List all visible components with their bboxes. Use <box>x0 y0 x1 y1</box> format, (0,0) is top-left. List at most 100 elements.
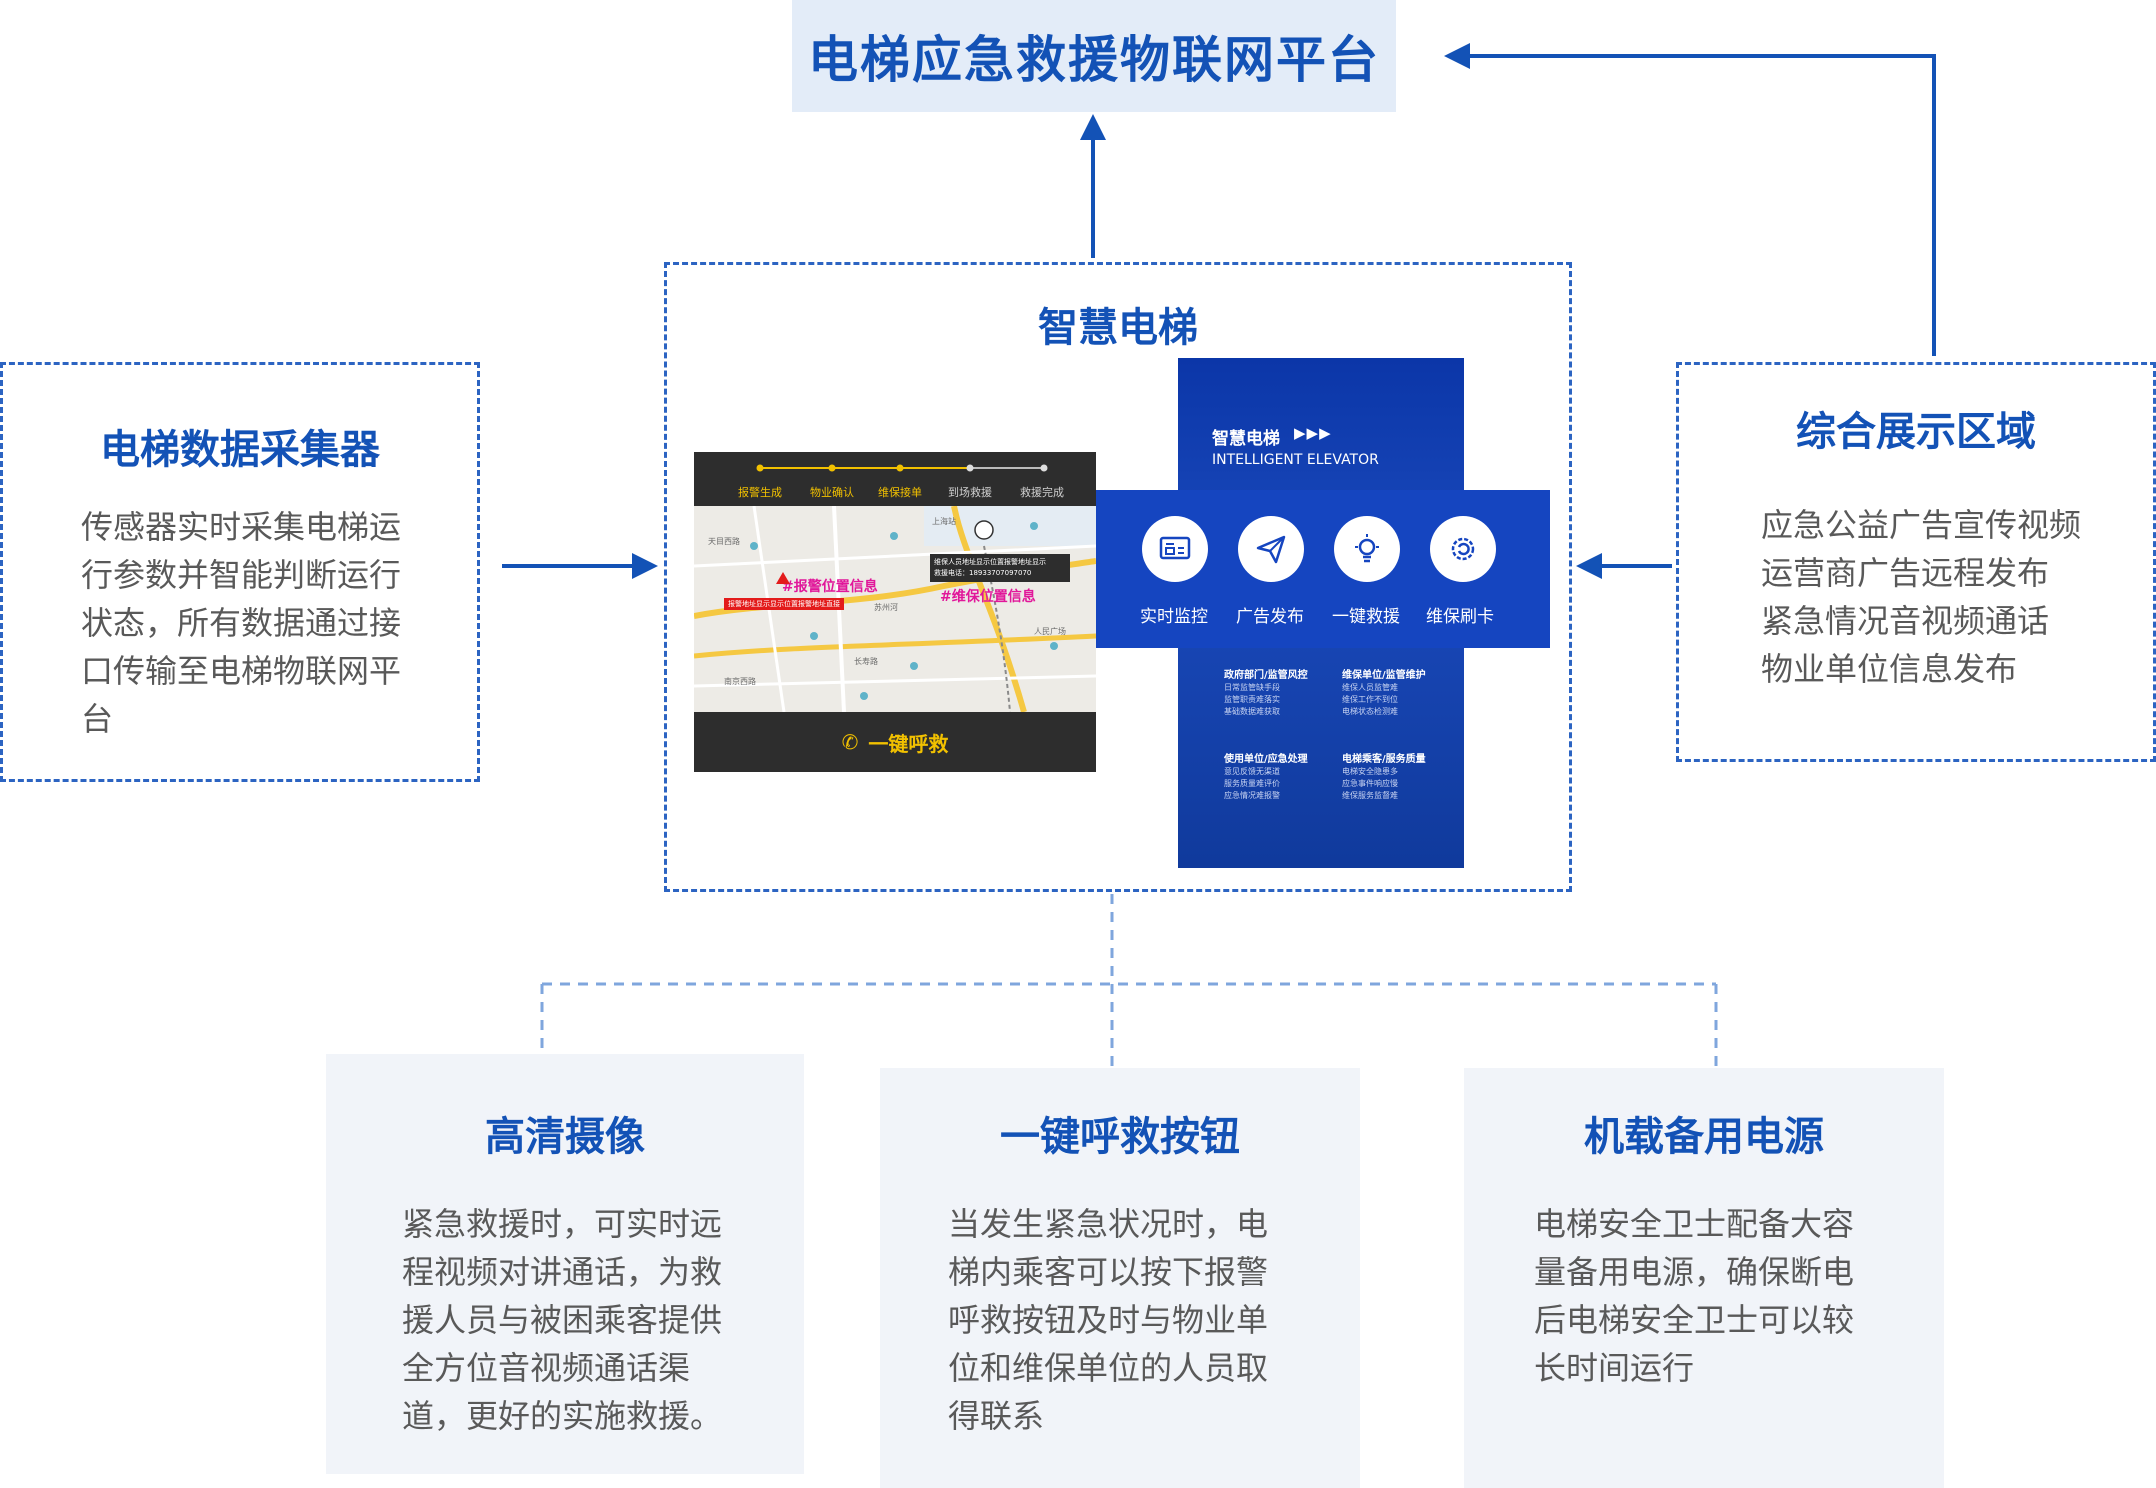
collector-box: 电梯数据采集器 传感器实时采集电梯运 行参数并智能判断运行 状态，所有数据通过接… <box>0 362 480 782</box>
card-line: 后电梯安全卫士可以较 <box>1534 1301 1855 1339</box>
arrow-head-left-top <box>1444 43 1470 69</box>
icon-label: 实时监控 <box>1140 607 1208 627</box>
section-line: 维保工作不到位 <box>1342 695 1398 704</box>
map-label: 天目西路 <box>708 537 740 546</box>
card-line: 全方位音视频通话渠 <box>402 1349 691 1387</box>
map-label: 上海站 <box>932 517 956 526</box>
map-label: 长寿路 <box>854 657 878 666</box>
step-label: 救援完成 <box>1020 486 1064 499</box>
step-label: 报警生成 <box>738 486 782 499</box>
card-description: 当发生紧急状况时，电 梯内乘客可以按下报警 呼救按钮及时与物业单 位和维保单位的… <box>948 1200 1268 1440</box>
smart-elevator-title: 智慧电梯 <box>1038 305 1198 351</box>
collector-line: 状态，所有数据通过接 <box>81 604 402 642</box>
maintenance-location-pin: #维保位置信息 <box>940 589 1036 605</box>
rescue-app-screenshot: 报警生成 物业确认 维保接单 到场救援 救援完成 上海站 天目西路 <box>694 452 1096 772</box>
arrow-head-right <box>632 553 658 579</box>
display-line: 运营商广告远程发布 <box>1761 554 2050 592</box>
send-icon[interactable] <box>1238 516 1304 582</box>
card-line: 得联系 <box>948 1397 1045 1435</box>
card-line: 梯内乘客可以按下报警 <box>948 1253 1269 1291</box>
triple-arrow-icon: ▶▶▶ <box>1294 424 1332 442</box>
section-line: 维保人员监管难 <box>1342 683 1398 692</box>
arrow-head-up <box>1080 114 1106 140</box>
rescuer-info-line: 维保人员地址显示位置报警地址显示 <box>934 558 1046 566</box>
panel-title: 智慧电梯 <box>1212 429 1280 449</box>
section-line: 电梯安全隐患多 <box>1342 767 1398 776</box>
card-line: 程视频对讲通话，为救 <box>402 1253 723 1291</box>
collector-line: 行参数并智能判断运行 <box>81 556 402 594</box>
map-label: 人民广场 <box>1034 627 1066 636</box>
map: 上海站 天目西路 苏州河 长寿路 南京西路 人民广场 维保人员地址显示位置报警地… <box>694 506 1096 712</box>
one-key-call-label: 一键呼救 <box>868 731 949 756</box>
icon-label: 一键救援 <box>1332 607 1400 627</box>
card-title: 高清摄像 <box>485 1114 645 1160</box>
card-title: 一键呼救按钮 <box>1000 1114 1240 1160</box>
section-line: 意见反馈无渠道 <box>1224 767 1280 776</box>
display-line: 物业单位信息发布 <box>1761 650 2018 688</box>
display-title: 综合展示区域 <box>1796 409 2036 455</box>
display-line: 应急公益广告宣传视频 <box>1761 506 2082 544</box>
section-title: 电梯乘客/服务质量 <box>1342 754 1426 765</box>
alarm-location-pin: #报警位置信息 <box>782 579 878 595</box>
monitor-icon[interactable] <box>1142 516 1208 582</box>
section-title: 使用单位/应急处理 <box>1224 754 1308 765</box>
feature-card-camera: 高清摄像 紧急救援时，可实时远 程视频对讲通话，为救 援人员与被困乘客提供 全方… <box>326 1054 804 1474</box>
collector-line: 台 <box>81 700 114 738</box>
map-roads <box>694 506 1096 712</box>
panel-subtitle: INTELLIGENT ELEVATOR <box>1212 452 1379 468</box>
card-line: 紧急救援时，可实时远 <box>402 1205 723 1243</box>
feature-icon-bar: 实时监控 广告发布 一键救援 维保刷卡 <box>1096 490 1550 648</box>
display-line: 紧急情况音视频通话 <box>1761 602 2050 640</box>
section-line: 维保服务监督难 <box>1342 791 1398 800</box>
icon-label: 广告发布 <box>1236 607 1304 627</box>
card-description: 电梯安全卫士配备大容 量备用电源，确保断电 后电梯安全卫士可以较 长时间运行 <box>1534 1200 1854 1392</box>
display-description: 应急公益广告宣传视频 运营商广告远程发布 紧急情况音视频通话 物业单位信息发布 <box>1761 501 2081 693</box>
step-label: 维保接单 <box>878 486 922 499</box>
collector-line: 口传输至电梯物联网平 <box>81 652 402 690</box>
section-line: 电梯状态检测难 <box>1342 707 1398 716</box>
section-title: 维保单位/监管维护 <box>1342 670 1426 681</box>
section-line: 服务质量难评价 <box>1224 779 1280 788</box>
arrow-head-left <box>1576 553 1602 579</box>
rescuer-info-line: 救援电话：18933707097070 <box>934 569 1032 577</box>
section-line: 基础数据难获取 <box>1224 707 1280 716</box>
smart-elevator-box: 智慧电梯 <box>664 262 1572 892</box>
one-key-call-button[interactable]: ✆ 一键呼救 <box>694 712 1096 772</box>
card-line: 援人员与被困乘客提供 <box>402 1301 723 1339</box>
map-label: 南京西路 <box>724 677 756 686</box>
gear-icon[interactable] <box>1430 516 1496 582</box>
progress-bar: 报警生成 物业确认 维保接单 到场救援 救援完成 <box>694 452 1096 506</box>
card-line: 呼救按钮及时与物业单 <box>948 1301 1269 1339</box>
feature-card-sos-button: 一键呼救按钮 当发生紧急状况时，电 梯内乘客可以按下报警 呼救按钮及时与物业单 … <box>880 1068 1360 1488</box>
rescuer-info-popup: 维保人员地址显示位置报警地址显示 救援电话：18933707097070 <box>930 554 1070 582</box>
feature-card-backup-power: 机载备用电源 电梯安全卫士配备大容 量备用电源，确保断电 后电梯安全卫士可以较 … <box>1464 1068 1944 1488</box>
phone-icon: ✆ <box>841 730 859 754</box>
section-title: 政府部门/监管风控 <box>1224 670 1308 681</box>
collector-line: 传感器实时采集电梯运 <box>81 508 402 546</box>
alarm-address-tag: 报警地址显示显示位置报警地址直接 <box>724 598 844 610</box>
card-line: 当发生紧急状况时，电 <box>948 1205 1269 1243</box>
display-box: 综合展示区域 应急公益广告宣传视频 运营商广告远程发布 紧急情况音视频通话 物业… <box>1676 362 2156 762</box>
card-line: 位和维保单位的人员取 <box>948 1349 1269 1387</box>
panel-sections: 政府部门/监管风控 日常监管缺手段 监管职责难落实 基础数据难获取 维保单位/监… <box>1178 658 1464 868</box>
section-line: 应急情况难报警 <box>1224 791 1280 800</box>
platform-title: 电梯应急救援物联网平台 <box>792 0 1396 112</box>
arrow-display-to-platform <box>1462 54 1936 356</box>
step-label: 到场救援 <box>948 486 992 499</box>
map-label: 苏州河 <box>874 603 898 612</box>
bulb-icon[interactable] <box>1334 516 1400 582</box>
collector-description: 传感器实时采集电梯运 行参数并智能判断运行 状态，所有数据通过接 口传输至电梯物… <box>81 503 401 743</box>
collector-title: 电梯数据采集器 <box>100 427 380 473</box>
step-label: 物业确认 <box>810 486 854 499</box>
card-title: 机载备用电源 <box>1584 1114 1824 1160</box>
section-line: 应急事件响应慢 <box>1342 779 1398 788</box>
card-line: 长时间运行 <box>1534 1349 1695 1387</box>
section-line: 日常监管缺手段 <box>1224 683 1280 692</box>
icon-label: 维保刷卡 <box>1426 607 1494 627</box>
alarm-icon <box>776 572 790 584</box>
card-description: 紧急救援时，可实时远 程视频对讲通话，为救 援人员与被困乘客提供 全方位音视频通… <box>402 1200 722 1440</box>
section-line: 监管职责难落实 <box>1224 695 1280 704</box>
card-line: 电梯安全卫士配备大容 <box>1534 1205 1855 1243</box>
card-line: 量备用电源，确保断电 <box>1534 1253 1855 1291</box>
